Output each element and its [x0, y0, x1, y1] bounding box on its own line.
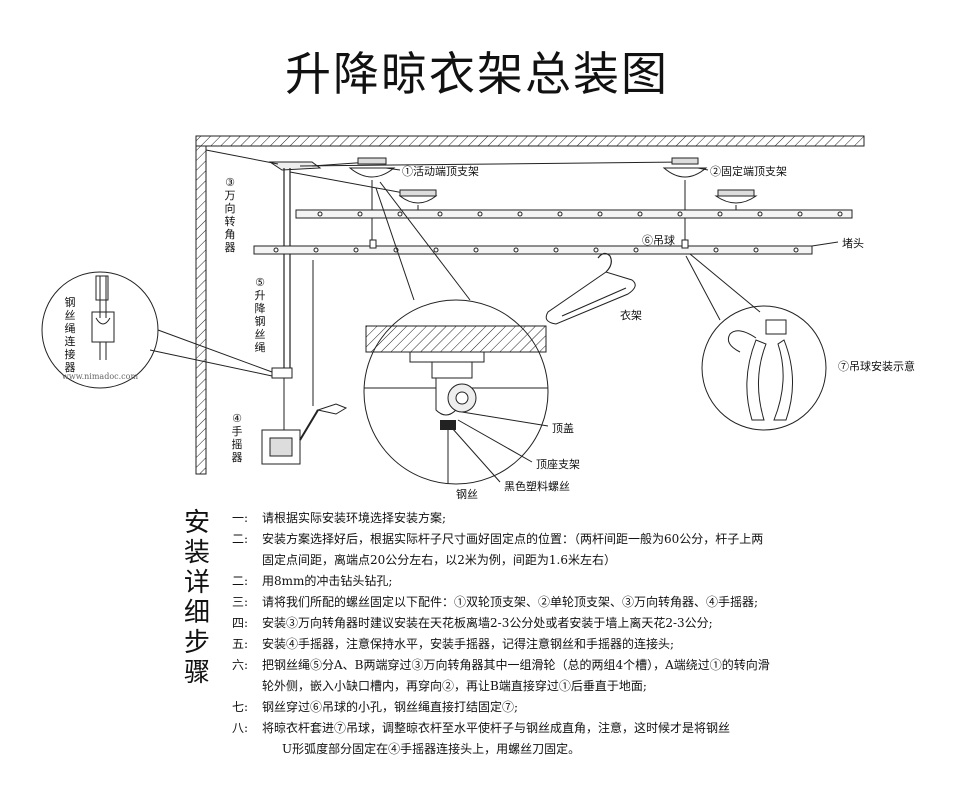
step-item: 六: 把钢丝绳⑤分A、B两端穿过③万向转角器其中一组滑轮（总的两组4个槽），A端…	[232, 658, 770, 693]
label-active-bracket: ①活动端顶支架	[402, 165, 479, 178]
label-crank-text: 手摇器	[231, 425, 243, 464]
step-item: 三: 请将我们所配的螺丝固定以下配件：①双轮顶支架、②单轮顶支架、③万向转角器、…	[232, 595, 759, 609]
step-item: 二: 用8mm的冲击钻头钻孔;	[232, 574, 393, 588]
side-title: 安装详细步骤	[183, 508, 210, 688]
crank-device	[261, 260, 348, 465]
bracket-magnified	[363, 181, 549, 485]
label-lift-text: 升降钢丝绳	[254, 289, 266, 354]
label-plastic-screw: 黑色塑料螺丝	[504, 480, 570, 493]
fixed-bracket	[662, 157, 758, 252]
label-ball-install: ⑦吊球安装示意	[838, 360, 915, 373]
connector-inset	[41, 271, 273, 389]
assembly-diagram	[41, 135, 865, 485]
label-cable-connector: 钢丝绳连接器	[64, 296, 76, 374]
label-lift-num: ⑤	[255, 276, 265, 289]
ball-install-inset	[685, 253, 827, 431]
label-wire: 钢丝	[456, 488, 478, 501]
step-item: 五: 安装④手摇器，注意保持水平，安装手摇器，记得注意钢丝和手摇器的连接头;	[232, 637, 675, 651]
page-title: 升降晾衣架总装图	[285, 47, 669, 101]
lower-rod	[253, 239, 813, 255]
label-hanger: 衣架	[620, 309, 642, 322]
label-top-cover: 顶盖	[552, 422, 574, 435]
step-item: 二: 安装方案选择好后，根据实际杆子尺寸画好固定点的位置：（两杆间距一般为60公…	[232, 532, 764, 567]
ceiling-hatch	[195, 135, 865, 147]
label-fixed-bracket: ②固定端顶支架	[710, 165, 787, 178]
turn-device	[205, 149, 322, 370]
label-end-cap: 堵头	[842, 237, 864, 250]
ceiling-wall	[195, 135, 865, 475]
watermark: www.nimadoc.com	[62, 372, 139, 381]
label-top-seat: 顶座支架	[536, 458, 580, 471]
steps-list: 一: 请根据实际安装环境选择安装方案; 二: 安装方案选择好后，根据实际杆子尺寸…	[232, 508, 942, 760]
step-item: 四: 安装③万向转角器时建议安装在天花板离墙2-3公分处或者安装于墙上离天花2-…	[232, 616, 713, 630]
step-item: 八: 将晾衣杆套进⑦吊球，调整晾衣杆至水平使杆子与钢丝成直角，注意，这时候才是将…	[232, 721, 731, 756]
clothes-hanger	[545, 252, 636, 325]
step-item: 一: 请根据实际安装环境选择安装方案;	[232, 511, 447, 525]
upper-rod	[295, 209, 853, 219]
cable-clamp	[271, 367, 293, 379]
label-turn-num: ③	[225, 176, 235, 189]
wall-hatch	[195, 145, 207, 475]
step-item: 七: 钢丝穿过⑥吊球的小孔，钢丝绳直接打结固定⑦;	[232, 700, 519, 714]
label-ball: ⑥吊球	[642, 234, 675, 247]
label-crank-num: ④	[232, 412, 242, 425]
label-turn-text: 万向转角器	[224, 189, 236, 254]
